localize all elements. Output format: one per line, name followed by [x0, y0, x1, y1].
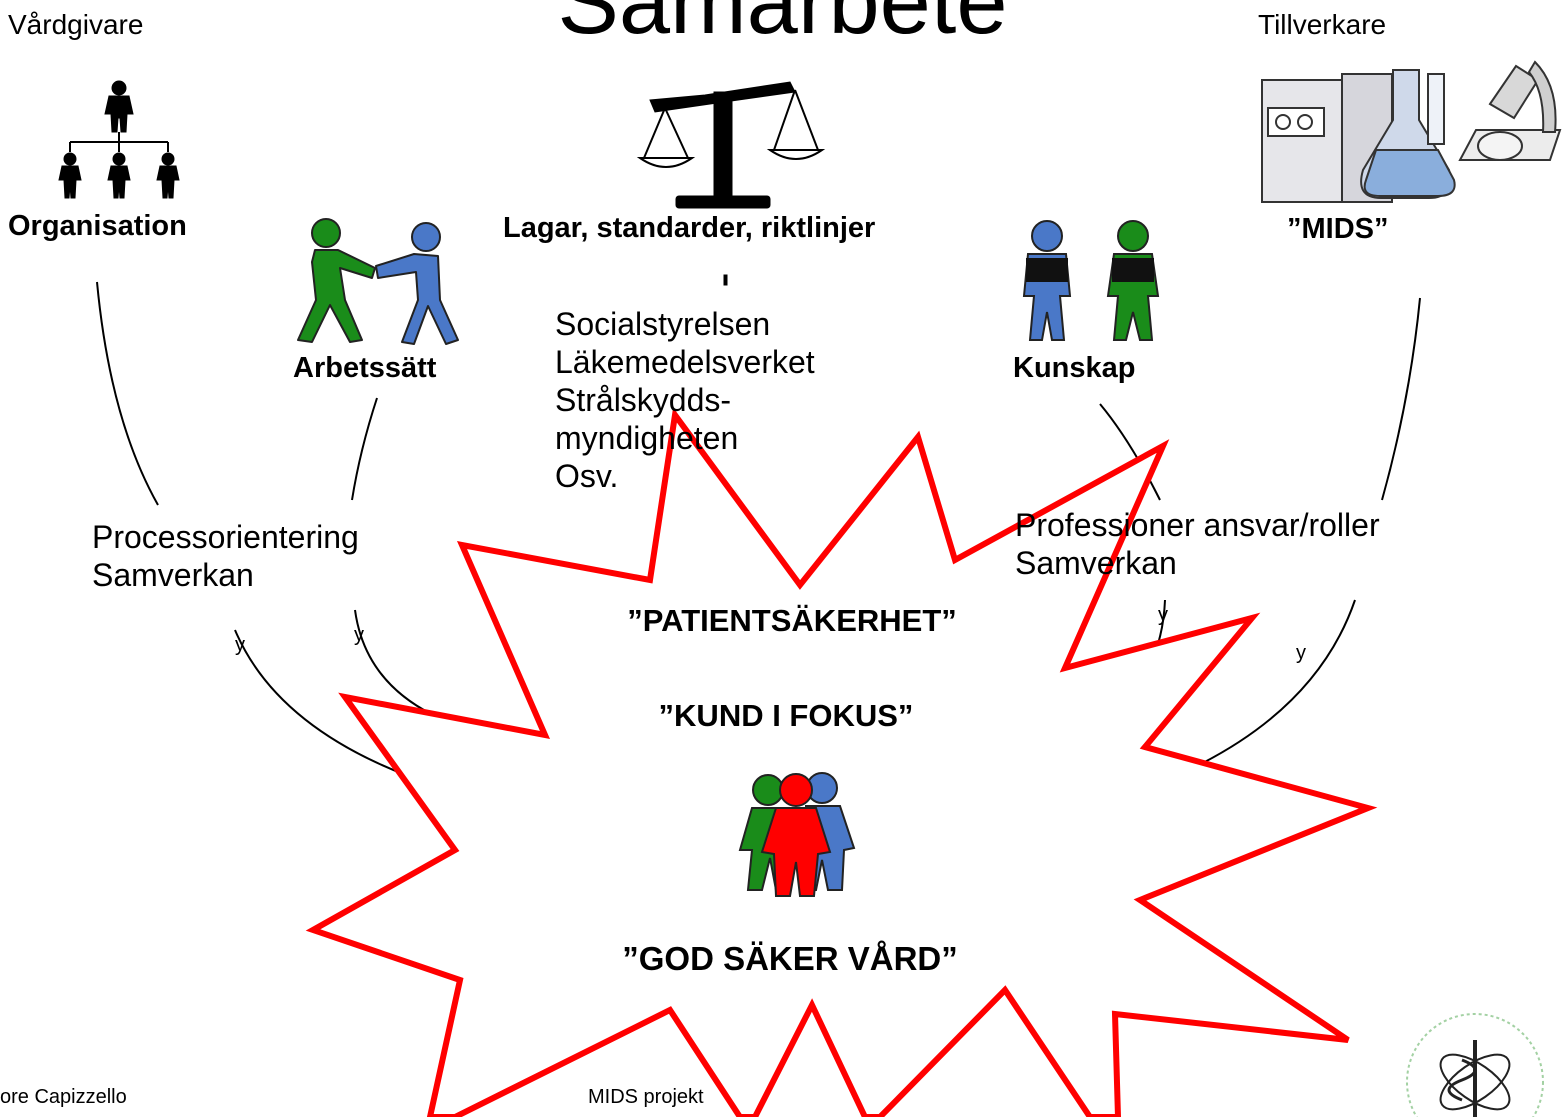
- lagar-label: Lagar, standarder, riktlinjer: [503, 212, 876, 244]
- group-figures-icon: [738, 772, 856, 897]
- kunskap-label: Kunskap: [1013, 352, 1136, 384]
- right-note-line: Professioner ansvar/roller: [1015, 507, 1380, 543]
- small-mark: y: [235, 634, 245, 656]
- authority-item: Strålskydds-: [555, 382, 732, 418]
- scales-icon: [636, 81, 826, 286]
- authority-item: Socialstyrelsen: [555, 306, 771, 342]
- authorities-list: Socialstyrelsen Läkemedelsverket Strålsk…: [555, 305, 815, 495]
- center-line-god-saker-vard: ”GOD SÄKER VÅRD”: [622, 940, 958, 977]
- center-line-patientsakerhet: ”PATIENTSÄKERHET”: [627, 603, 957, 638]
- arbetssatt-label: Arbetssätt: [293, 352, 437, 384]
- lab-equipment-icon: [1261, 60, 1562, 203]
- org-chart-icon: [58, 80, 180, 199]
- readers-figures-icon: [1022, 220, 1160, 341]
- mids-label: ”MIDS”: [1287, 213, 1389, 245]
- handshake-figures-icon: [297, 218, 459, 345]
- authority-item: Osv.: [555, 458, 619, 494]
- small-mark: y: [1158, 604, 1168, 626]
- left-note-line: Processorientering: [92, 519, 359, 555]
- small-mark: y: [354, 624, 364, 646]
- slide-title: Samarbete: [557, 0, 1008, 53]
- association-seal-logo: [1406, 1013, 1544, 1117]
- right-note: Professioner ansvar/roller Samverkan: [1015, 506, 1380, 582]
- right-note-line: Samverkan: [1015, 545, 1177, 581]
- left-note-line: Samverkan: [92, 557, 254, 593]
- authority-item: Läkemedelsverket: [555, 344, 815, 380]
- left-header: Vårdgivare: [8, 9, 144, 40]
- starburst: [305, 407, 1378, 1117]
- organisation-label: Organisation: [8, 210, 187, 242]
- footer-project: MIDS projekt: [588, 1086, 704, 1108]
- footer-author: ore Capizzello: [0, 1086, 127, 1108]
- small-mark: y: [1296, 642, 1306, 664]
- left-note: Processorientering Samverkan: [92, 518, 359, 594]
- authority-item: myndigheten: [555, 420, 739, 456]
- right-header: Tillverkare: [1258, 9, 1387, 40]
- center-line-kund-i-fokus: ”KUND I FOKUS”: [658, 698, 914, 733]
